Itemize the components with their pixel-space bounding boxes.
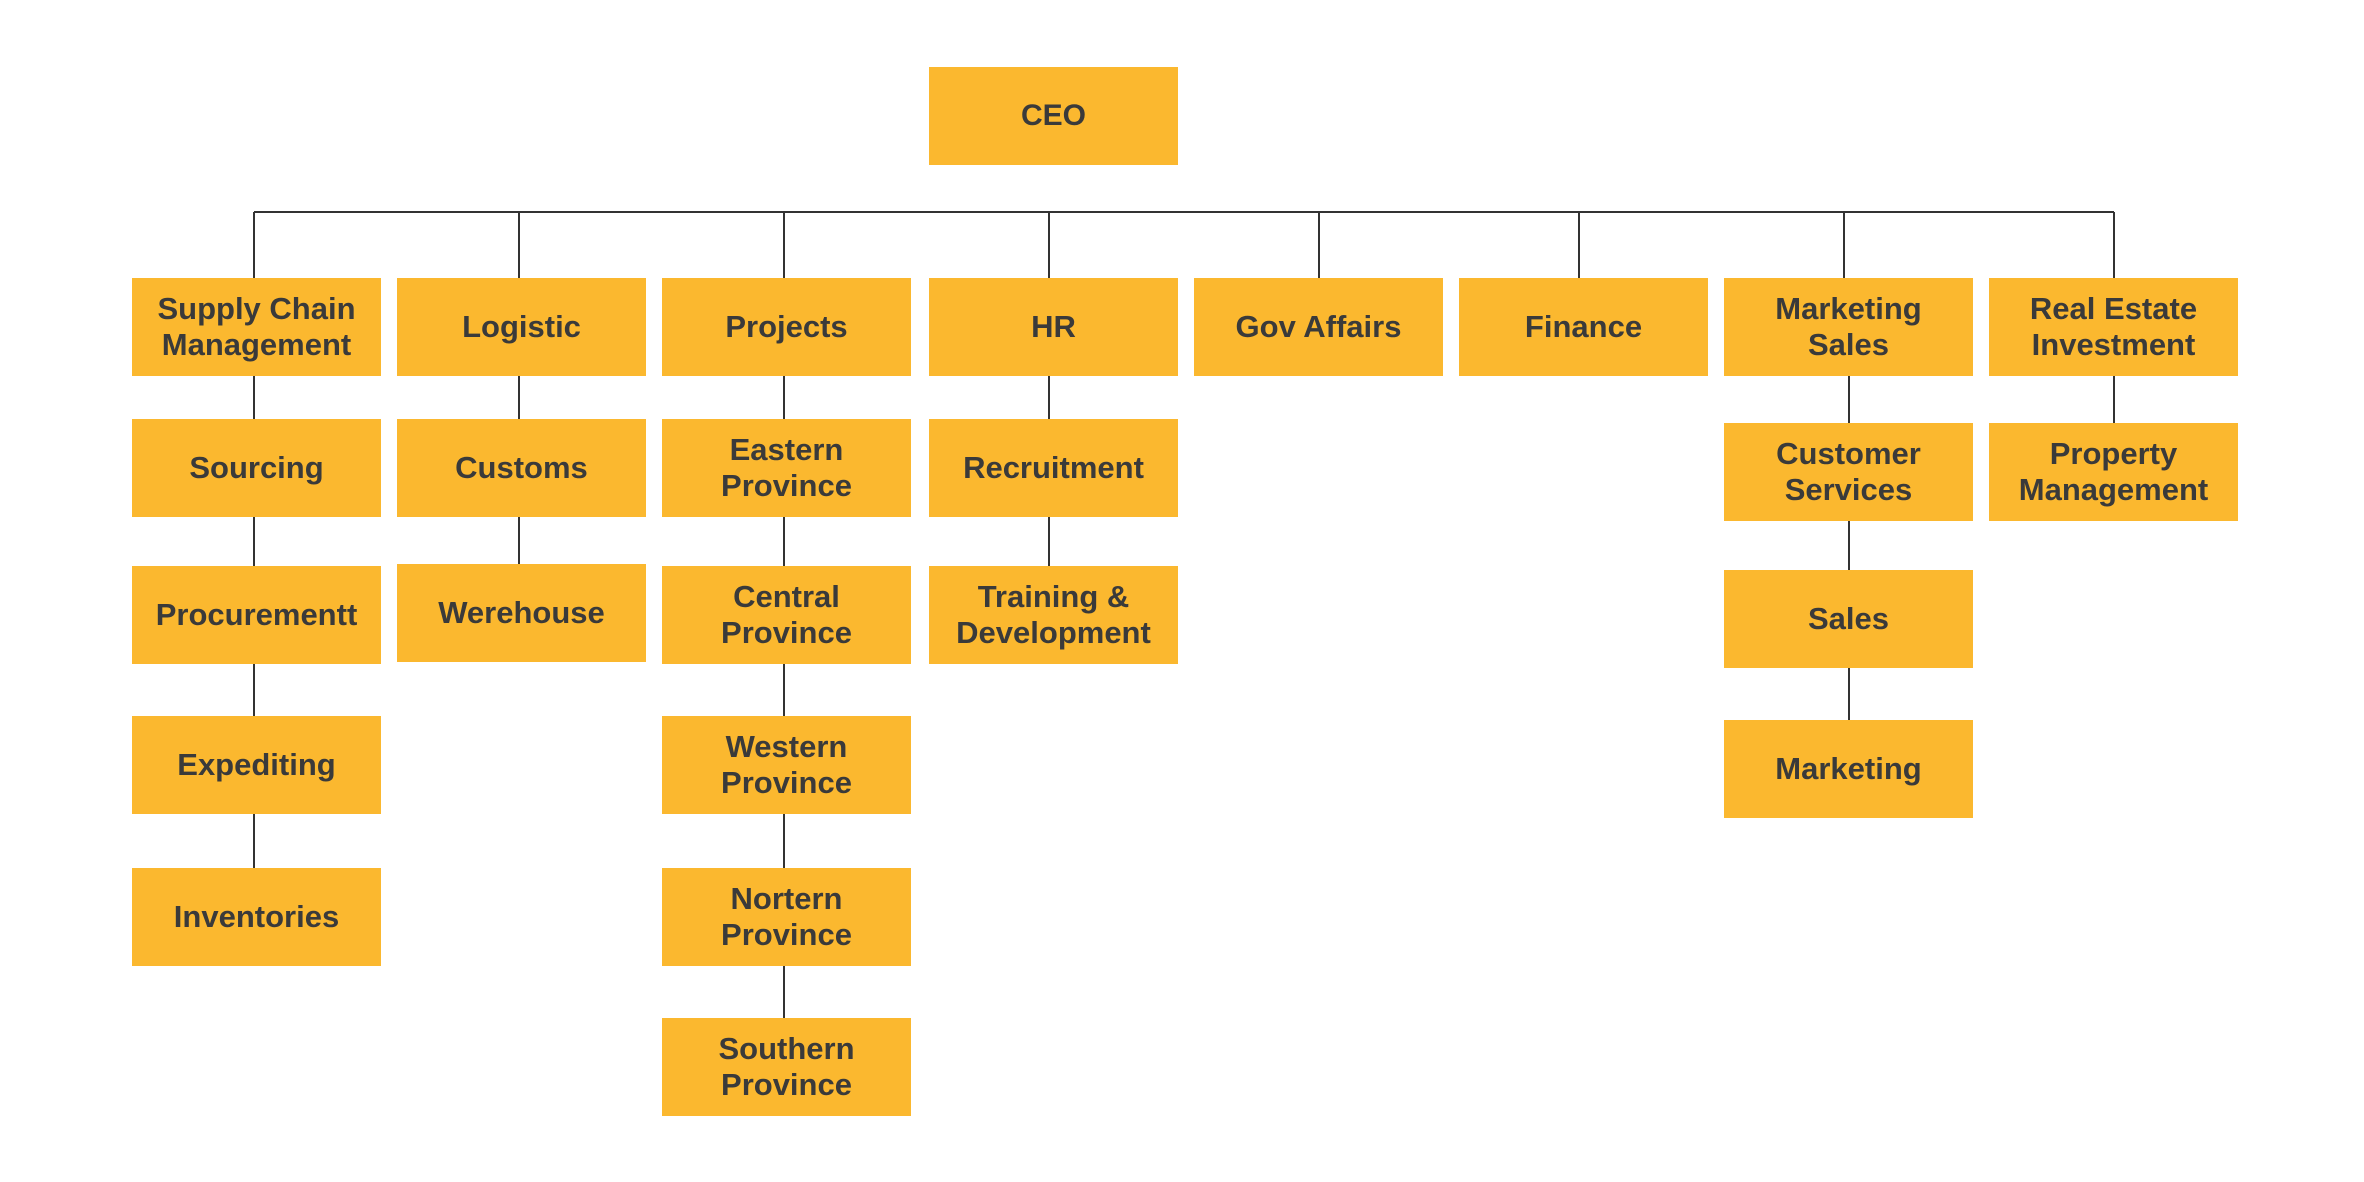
org-box-label: Eastern Province — [721, 432, 852, 503]
org-box-label: Western Province — [721, 729, 852, 800]
org-box-sub-unit: Customer Services — [1724, 423, 1973, 521]
org-box-department: Supply Chain Management — [132, 278, 381, 376]
org-box-label: Sales — [1807, 601, 1889, 636]
org-box-department: Real Estate Investment — [1989, 278, 2238, 376]
org-box-department: Gov Affairs — [1194, 278, 1443, 376]
org-box-ceo: CEO — [929, 67, 1178, 165]
org-box-label: Southern Province — [718, 1031, 855, 1102]
org-box-sub-unit: Expediting — [132, 716, 381, 814]
org-box-sub-unit: Marketing — [1724, 720, 1973, 818]
org-box-label: Inventories — [173, 899, 340, 934]
org-box-label: HR — [1031, 309, 1076, 344]
org-box-label: Training & Development — [956, 579, 1151, 650]
org-box-sub-unit: Central Province — [662, 566, 911, 664]
org-box-sub-unit: Werehouse — [397, 564, 646, 662]
org-box-department: Marketing Sales — [1724, 278, 1973, 376]
org-box-label: Real Estate Investment — [2029, 291, 2198, 362]
org-box-sub-unit: Southern Province — [662, 1018, 911, 1116]
org-box-label: Gov Affairs — [1235, 309, 1402, 344]
org-box-label: Nortern Province — [721, 881, 852, 952]
org-box-label: Central Province — [721, 579, 852, 650]
org-box-department: HR — [929, 278, 1178, 376]
org-box-label: Customs — [455, 450, 588, 485]
org-box-label: Werehouse — [438, 595, 605, 630]
org-box-sub-unit: Western Province — [662, 716, 911, 814]
org-box-label: Expediting — [177, 747, 336, 782]
org-box-label: Supply Chain Management — [157, 291, 356, 362]
org-box-sub-unit: Inventories — [132, 868, 381, 966]
org-box-sub-unit: Eastern Province — [662, 419, 911, 517]
org-box-sub-unit: Customs — [397, 419, 646, 517]
org-box-label: Finance — [1524, 309, 1643, 344]
org-box-label: Marketing Sales — [1775, 291, 1922, 362]
org-box-department: Logistic — [397, 278, 646, 376]
org-box-label: Recruitment — [963, 450, 1144, 485]
org-box-sub-unit: Sourcing — [132, 419, 381, 517]
org-box-label: Customer Services — [1776, 436, 1921, 507]
org-box-sub-unit: Sales — [1724, 570, 1973, 668]
org-box-sub-unit: Training & Development — [929, 566, 1178, 664]
org-box-label: Marketing — [1775, 751, 1922, 786]
org-box-label: Procurementt — [155, 597, 358, 632]
org-box-label: Sourcing — [189, 450, 324, 485]
org-box-sub-unit: Nortern Province — [662, 868, 911, 966]
org-box-sub-unit: Property Management — [1989, 423, 2238, 521]
org-box-label: Projects — [725, 309, 848, 344]
org-box-label: Logistic — [462, 309, 581, 344]
org-box-label: CEO — [1020, 99, 1086, 132]
org-box-sub-unit: Procurementt — [132, 566, 381, 664]
org-box-label: Property Management — [2018, 436, 2209, 507]
org-box-department: Finance — [1459, 278, 1708, 376]
org-box-department: Projects — [662, 278, 911, 376]
org-box-sub-unit: Recruitment — [929, 419, 1178, 517]
